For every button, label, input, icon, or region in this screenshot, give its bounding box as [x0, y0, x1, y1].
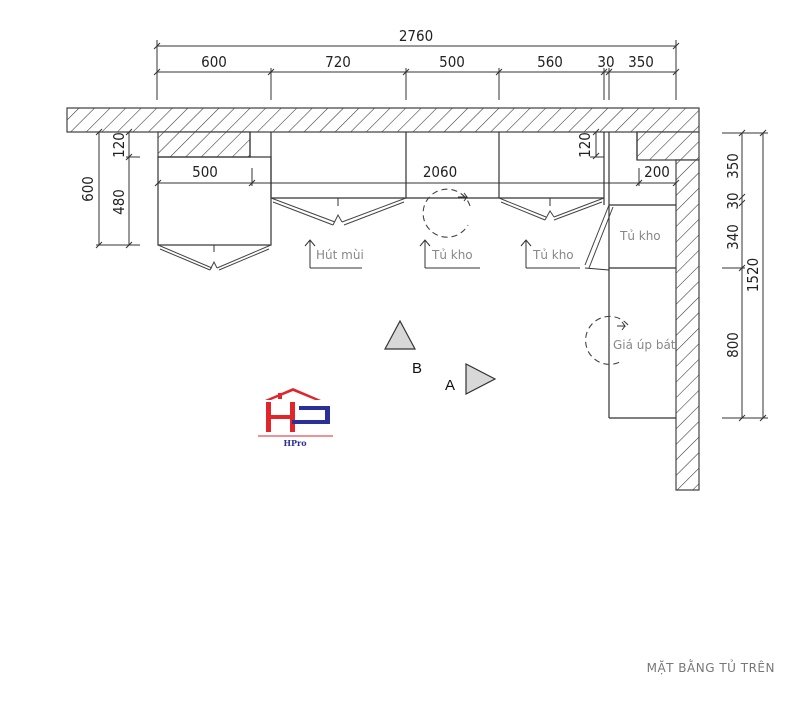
dim-right-seg-3: 340 — [724, 224, 742, 250]
wall-recess-left — [157, 131, 251, 158]
door-swings — [157, 197, 614, 271]
dim-seg-3: 500 — [439, 53, 465, 71]
dim-right-overall: 1520 — [744, 258, 762, 292]
view-marker-b-icon — [383, 319, 417, 350]
label-dish-rack: Giá úp bát — [613, 338, 676, 352]
view-markers: B A — [383, 319, 497, 395]
dim-seg-6: 350 — [628, 53, 654, 71]
wall-corner-right — [636, 131, 700, 161]
view-label-a: A — [445, 377, 455, 394]
dim-right-seg-1: 350 — [724, 153, 742, 179]
rotate-arrow-icon — [585, 315, 629, 365]
dim-left-seg-1: 120 — [110, 132, 128, 158]
dim-seg-4: 560 — [537, 53, 563, 71]
label-hood: Hút mùi — [316, 248, 364, 262]
dim-right-seg-4: 800 — [724, 332, 742, 358]
dim-seg-5: 30 — [597, 53, 614, 71]
label-cabinet-2: Tủ kho — [532, 248, 574, 262]
dim-run-length: 2060 — [423, 163, 457, 181]
logo-text: HPro — [283, 438, 307, 448]
right-wall — [675, 159, 700, 491]
view-marker-a-icon — [465, 363, 497, 395]
dim-left-seg-2: 480 — [110, 189, 128, 215]
top-dimensions: 2760 600 720 500 560 30 350 — [153, 27, 680, 100]
dim-overall-width: 2760 — [399, 27, 433, 45]
walls — [66, 107, 700, 491]
rotation-indicators — [422, 188, 629, 365]
top-wall — [66, 107, 700, 133]
dim-recess-right: 120 — [576, 132, 594, 158]
dim-seg-2: 720 — [325, 53, 351, 71]
label-cabinet-1: Tủ kho — [431, 248, 473, 262]
rotate-arrow-icon — [422, 188, 471, 238]
left-dimensions: 600 120 480 — [79, 128, 140, 249]
right-dimensions: 350 30 340 800 1520 — [722, 129, 768, 422]
drawing-title: MẶT BẰNG TỦ TRÊN — [647, 659, 775, 675]
dim-right-seg-2: 30 — [724, 192, 742, 209]
inner-dimensions: 500 2060 200 120 — [154, 128, 680, 187]
dim-left-overall: 600 — [79, 176, 97, 202]
dim-left-cabinet: 500 — [192, 163, 218, 181]
label-cabinet-3: Tủ kho — [619, 229, 661, 243]
dim-right-return: 200 — [644, 163, 670, 181]
dim-seg-1: 600 — [201, 53, 227, 71]
hpro-logo: HPro — [258, 388, 333, 448]
cabinet-labels: Hút mùi Tủ kho Tủ kho Tủ kho Giá úp bát — [304, 229, 676, 352]
view-label-b: B — [412, 360, 422, 377]
